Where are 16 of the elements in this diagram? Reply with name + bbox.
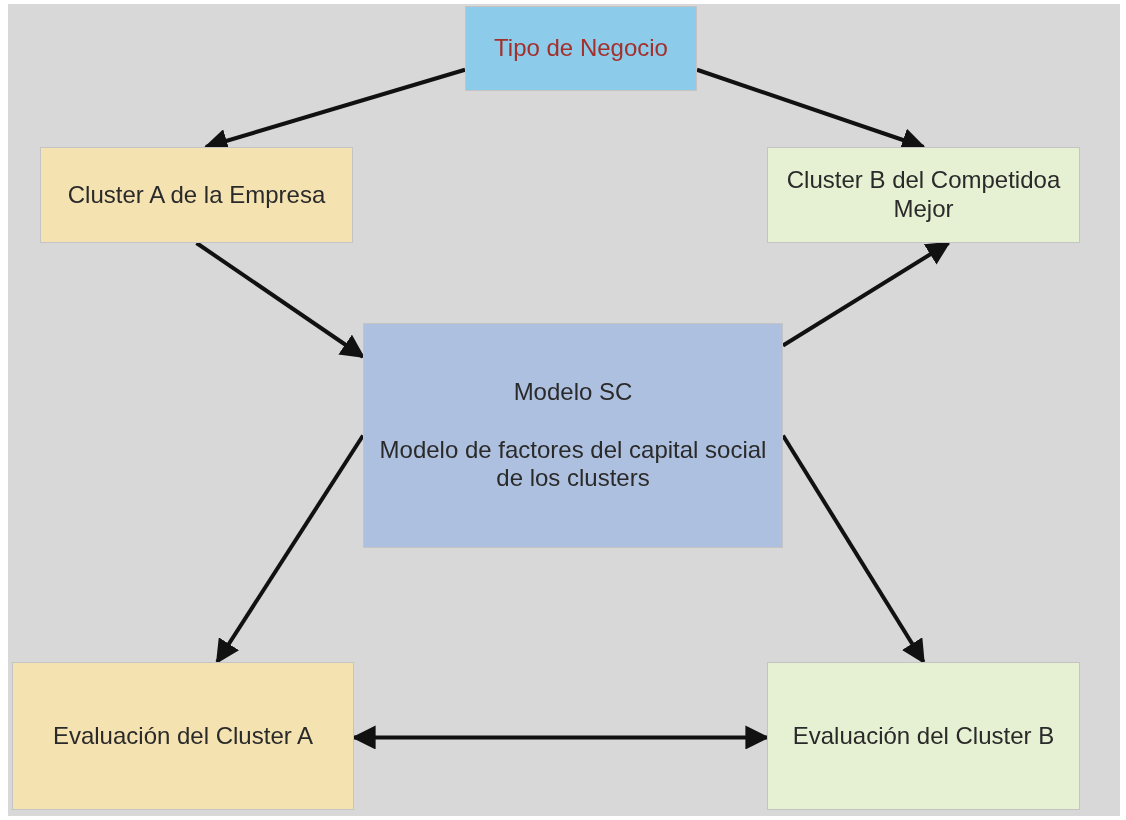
box-title: Evaluación del Cluster A bbox=[52, 721, 314, 751]
process-box bbox=[12, 662, 354, 810]
process-box bbox=[767, 147, 1080, 243]
box-title: Tipo de Negocio bbox=[494, 34, 668, 63]
box-title: Evaluación del Cluster B bbox=[792, 721, 1055, 751]
process-box bbox=[363, 323, 783, 548]
box-title: Modelo SC bbox=[513, 377, 633, 407]
process-box bbox=[767, 662, 1080, 810]
process-box bbox=[40, 147, 353, 243]
process-box bbox=[465, 6, 697, 91]
box-title: Cluster B del Competidoa Mejor bbox=[785, 166, 1062, 224]
arrow bbox=[781, 241, 951, 348]
arrow bbox=[195, 241, 365, 359]
arrow bbox=[215, 434, 365, 664]
box-description: Modelo de factores del capital social de los clusters bbox=[378, 435, 768, 494]
box-title: Cluster A de la Empresa bbox=[67, 180, 326, 210]
